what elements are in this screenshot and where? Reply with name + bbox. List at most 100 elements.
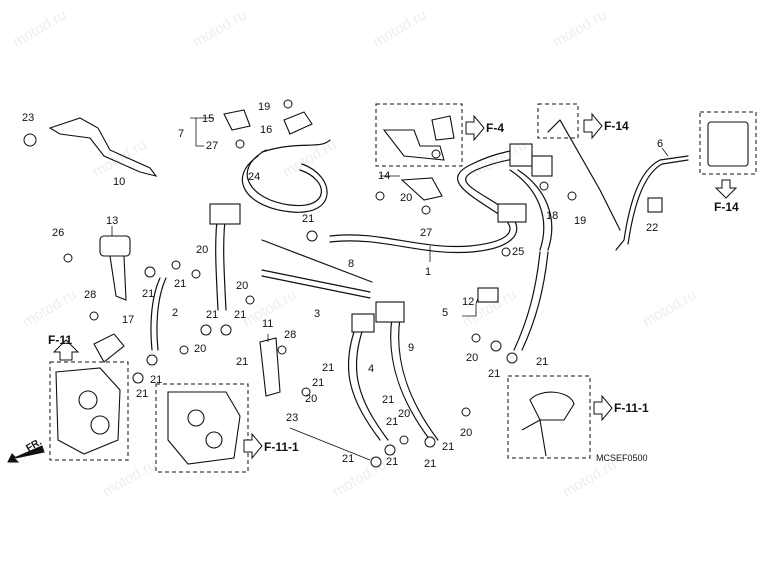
ref-label-f14: F-14 bbox=[604, 119, 629, 133]
part-label-8: 8 bbox=[348, 258, 355, 270]
caliper-mid bbox=[167, 391, 241, 465]
device-f4 bbox=[382, 129, 445, 161]
part-label-7: 7 bbox=[178, 128, 185, 140]
caliper-mid-piston-2 bbox=[205, 431, 223, 449]
bolt-20-f bbox=[461, 407, 471, 417]
part-label-23: 23 bbox=[22, 112, 35, 124]
brake-hose-2-outer bbox=[156, 277, 167, 351]
caliper-mid-piston-1 bbox=[187, 409, 205, 427]
brake-hose-24-outer bbox=[223, 211, 227, 311]
brake-hose-9 bbox=[390, 317, 431, 441]
brake-hose-5-outer bbox=[521, 251, 549, 351]
brake-pipe-f14 bbox=[547, 119, 621, 231]
brake-hose-right-outer bbox=[517, 169, 553, 251]
bolt-20-a bbox=[191, 269, 201, 279]
part-label-22: 22 bbox=[646, 222, 659, 234]
part-label-21: 21 bbox=[488, 368, 501, 380]
bolt-20-e bbox=[399, 435, 409, 445]
bolt-20-g bbox=[471, 333, 481, 343]
bolt-28-a bbox=[89, 311, 99, 321]
bracket-11 bbox=[259, 337, 281, 397]
part-label-21: 21 bbox=[142, 288, 155, 300]
callout-box-caliper-left bbox=[49, 361, 129, 461]
brake-line-3b bbox=[261, 275, 371, 299]
part-label-20: 20 bbox=[400, 192, 413, 204]
clip-16 bbox=[283, 111, 313, 135]
clamp-13-body bbox=[109, 255, 127, 301]
part-label-21: 21 bbox=[536, 356, 549, 368]
joint-12 bbox=[477, 287, 499, 303]
arrow-fr bbox=[7, 445, 45, 463]
part-label-21: 21 bbox=[150, 374, 163, 386]
part-label-21: 21 bbox=[342, 453, 355, 465]
part-label-26: 26 bbox=[52, 227, 65, 239]
ref-label-f11-1: F-11-1 bbox=[614, 401, 649, 415]
arrow-f11-1-mid bbox=[243, 432, 263, 460]
washer-21-i bbox=[384, 444, 396, 456]
brake-hose-24 bbox=[215, 211, 219, 311]
part-label-17: 17 bbox=[122, 314, 135, 326]
bolt-20-b bbox=[245, 295, 255, 305]
part-label-21: 21 bbox=[174, 278, 187, 290]
washer-21-a bbox=[144, 266, 156, 278]
part-label-21: 21 bbox=[136, 388, 149, 400]
bolt-20-d bbox=[301, 387, 311, 397]
brake-hose-main bbox=[246, 139, 331, 207]
joint-24 bbox=[209, 203, 241, 225]
part-label-19: 19 bbox=[258, 101, 271, 113]
leader-23 bbox=[289, 427, 371, 461]
bracket-17 bbox=[93, 333, 125, 363]
part-label-21: 21 bbox=[424, 458, 437, 470]
diagram-code: MCSEF0500 bbox=[596, 453, 648, 463]
part-label-1: 1 bbox=[425, 266, 432, 278]
part-label-21: 21 bbox=[206, 309, 219, 321]
part-label-24: 24 bbox=[248, 171, 261, 183]
brake-hose-5 bbox=[513, 251, 541, 351]
bolt-27-b bbox=[421, 205, 431, 215]
part-label-20: 20 bbox=[194, 343, 207, 355]
clamp-7 bbox=[223, 109, 251, 131]
washer-21-k bbox=[490, 340, 502, 352]
pivot-lower-right bbox=[529, 391, 575, 421]
part-label-20: 20 bbox=[398, 408, 411, 420]
master-unit-right bbox=[707, 121, 749, 167]
part-label-20: 20 bbox=[305, 393, 318, 405]
caliper-left-piston-2 bbox=[90, 415, 110, 435]
leader-6 bbox=[661, 147, 669, 157]
ref-label-f4: F-4 bbox=[486, 121, 504, 135]
part-label-6: 6 bbox=[657, 138, 664, 150]
part-label-9: 9 bbox=[408, 342, 415, 354]
part-label-15: 15 bbox=[202, 113, 215, 125]
brake-hose-2 bbox=[150, 277, 161, 351]
callout-box-top bbox=[375, 103, 463, 167]
bolt-23 bbox=[23, 133, 37, 147]
part-label-11: 11 bbox=[262, 318, 274, 330]
brake-line-3 bbox=[261, 269, 371, 293]
bracket-10 bbox=[48, 117, 158, 177]
brake-hose-9-outer bbox=[398, 317, 439, 441]
arrow-f11-1-right bbox=[593, 394, 613, 422]
joint-mid bbox=[497, 203, 527, 223]
callout-box-lower-right bbox=[507, 375, 591, 459]
part-label-20: 20 bbox=[466, 352, 479, 364]
part-label-21: 21 bbox=[442, 441, 455, 453]
brake-hose-main-outer bbox=[241, 155, 328, 213]
part-label-21: 21 bbox=[382, 394, 395, 406]
clamp-13 bbox=[99, 235, 131, 257]
washer-21-b bbox=[171, 260, 181, 270]
arrow-f14-top bbox=[583, 112, 603, 140]
joint-right-top bbox=[509, 143, 533, 167]
part-label-14: 14 bbox=[378, 170, 391, 182]
brake-line-6b bbox=[627, 159, 689, 245]
washer-21-e bbox=[146, 354, 158, 366]
part-label-12: 12 bbox=[462, 296, 475, 308]
part-label-27: 27 bbox=[206, 140, 219, 152]
bolt-27-c bbox=[431, 149, 441, 159]
arrow-f14-right bbox=[714, 179, 738, 199]
part-label-20: 20 bbox=[236, 280, 249, 292]
callout-box-f14 bbox=[537, 103, 579, 139]
washer-21-g bbox=[306, 230, 318, 242]
part-label-28: 28 bbox=[84, 289, 97, 301]
brake-line-6 bbox=[615, 155, 689, 251]
